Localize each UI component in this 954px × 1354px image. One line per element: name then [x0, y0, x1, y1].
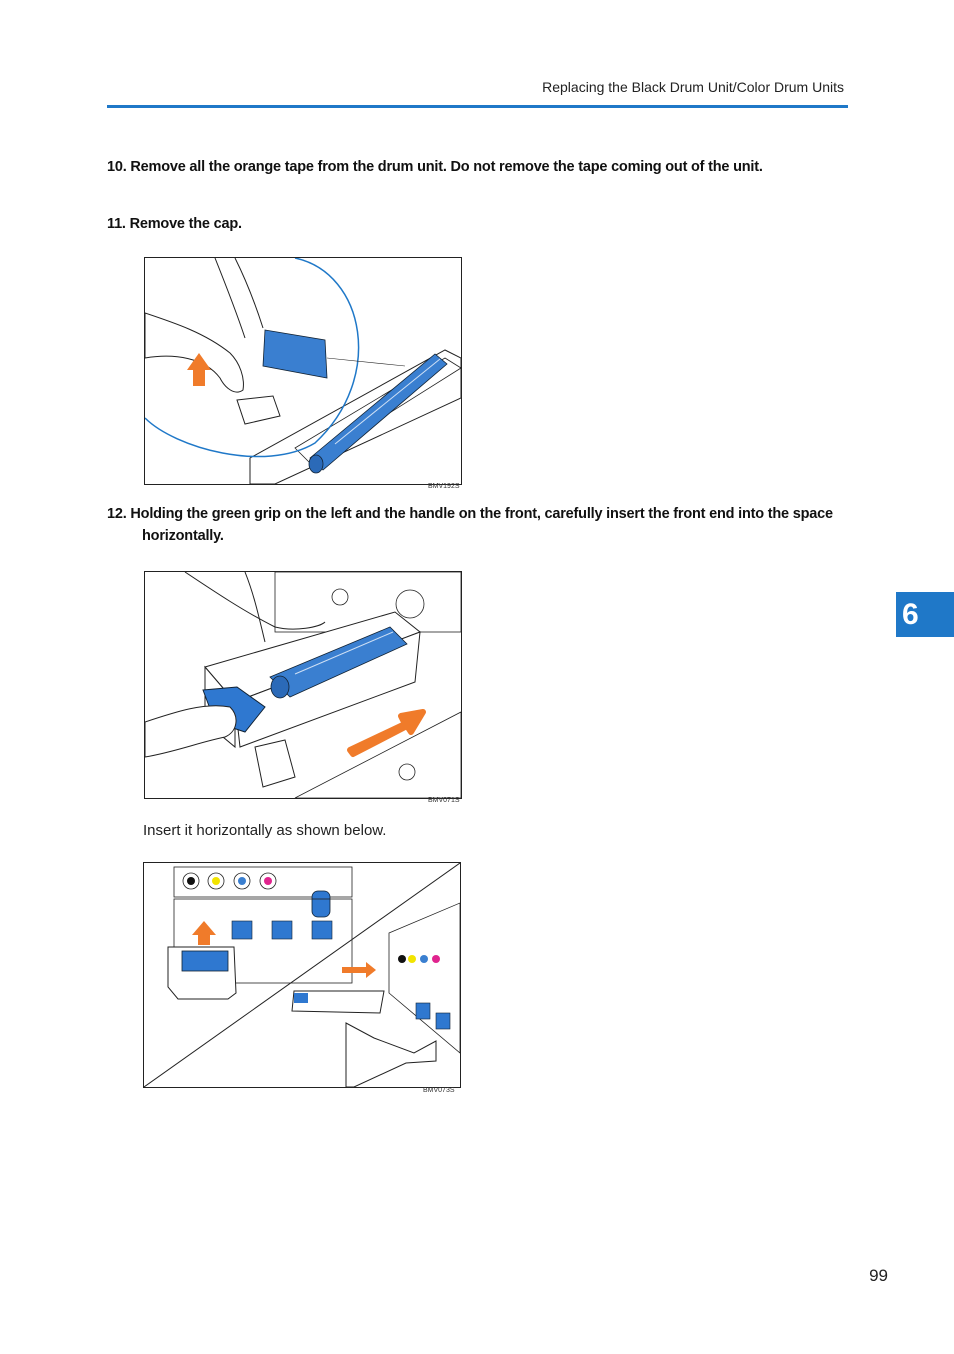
figure-remove-cap: [144, 257, 462, 485]
figure-code-3: BMV073S: [423, 1087, 455, 1094]
header-rule: [107, 105, 848, 108]
figure-insert-drum: [144, 571, 462, 799]
remove-cap-illustration: [145, 258, 461, 484]
note-text: Insert it horizontally as shown below.: [143, 822, 387, 839]
step-12-continuation: horizontally.: [142, 528, 224, 544]
page-number: 99: [869, 1266, 888, 1285]
chapter-tab: 6: [896, 592, 954, 637]
step-12-text: 12. Holding the green grip on the left a…: [107, 506, 833, 522]
step-12: 12. Holding the green grip on the left a…: [107, 506, 833, 544]
figure-code-1: BMV192S: [428, 483, 460, 490]
figure-insert-horizontally: [143, 862, 461, 1088]
chapter-number: 6: [902, 597, 919, 631]
insert-horizontally-illustration: [144, 863, 460, 1087]
insert-drum-illustration: [145, 572, 461, 798]
step-10: 10. Remove all the orange tape from the …: [107, 159, 763, 175]
step-11: 11. Remove the cap.: [107, 216, 242, 232]
running-header: Replacing the Black Drum Unit/Color Drum…: [542, 79, 844, 95]
figure-code-2: BMV071S: [428, 797, 460, 804]
